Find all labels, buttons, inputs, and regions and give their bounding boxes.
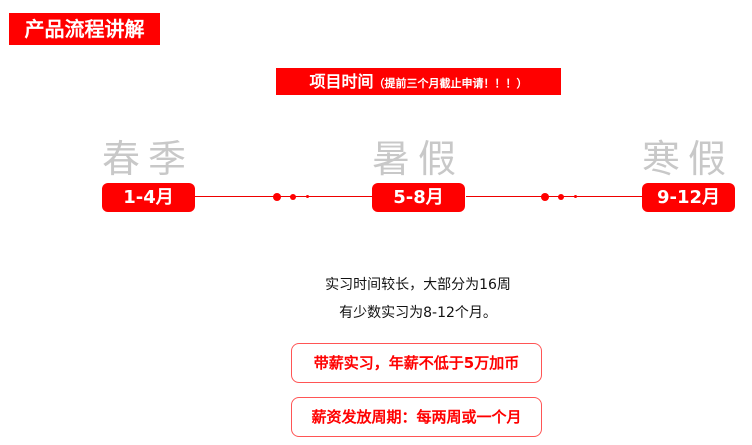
description-line: 实习时间较长，大部分为16周 — [325, 277, 511, 293]
timeline-line — [195, 196, 372, 197]
timeline-dot — [574, 195, 577, 198]
season-label-summer: 暑假 — [371, 137, 464, 181]
page-title: 产品流程讲解 — [9, 13, 160, 45]
months-pill-spring: 1-4月 — [102, 183, 195, 212]
timeline-line — [466, 196, 642, 197]
timeline-dot — [290, 194, 296, 200]
season-label-spring: 春季 — [101, 137, 194, 181]
timeline-dot — [306, 195, 309, 198]
highlight-box-salary: 带薪实习，年薪不低于5万加币 — [291, 343, 542, 383]
highlight-box-pay-cycle: 薪资发放周期：每两周或一个月 — [291, 397, 542, 437]
header-main: 项目时间 — [309, 72, 374, 91]
months-pill-summer: 5-8月 — [372, 183, 465, 212]
header-sub: （提前三个月截止申请！！！） — [373, 77, 528, 90]
season-label-winter: 寒假 — [641, 137, 734, 181]
project-time-header: 项目时间（提前三个月截止申请！！！） — [276, 68, 561, 95]
timeline-dot — [558, 194, 564, 200]
timeline-dot — [541, 193, 549, 201]
months-pill-winter: 9-12月 — [642, 183, 735, 212]
description-line: 有少数实习为8-12个月。 — [339, 305, 497, 321]
timeline-dot — [273, 193, 281, 201]
